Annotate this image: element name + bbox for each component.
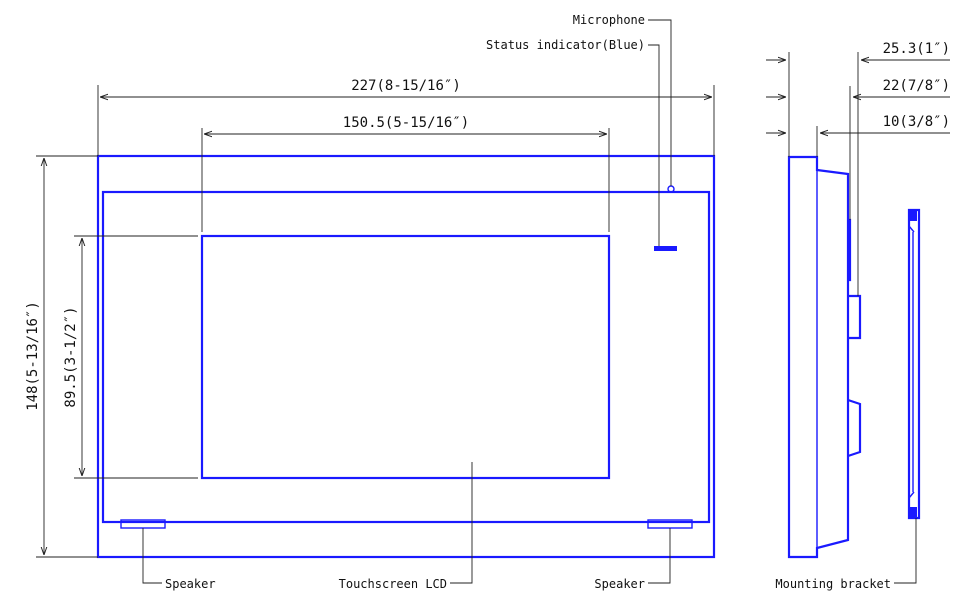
speaker-right-callout: Speaker: [594, 577, 645, 591]
front-callouts: Microphone Status indicator(Blue) Speake…: [142, 13, 672, 591]
bracket-callout: Mounting bracket: [775, 518, 917, 591]
side-step-upper: [848, 218, 852, 282]
side-mount-tab: [848, 294, 862, 340]
screen-height-label: 89.5(3-1/2″): [63, 306, 79, 407]
mounting-bracket-view: [907, 208, 921, 520]
speaker-left-leader: [142, 528, 162, 584]
microphone-callout: Microphone: [573, 13, 645, 27]
front-dimensions: 227(8-15/16″) 150.5(5-15/16″) 148(5-13/1…: [25, 78, 715, 558]
screen-width-label: 150.5(5-15/16″): [343, 115, 469, 131]
touchscreen-callout: Touchscreen LCD: [339, 577, 447, 591]
microphone-leader: [648, 19, 672, 186]
bracket-outline: [907, 208, 921, 520]
side-view: [787, 155, 862, 559]
depth-body-label: 22(7/8″): [883, 78, 950, 94]
status-indicator-leader: [648, 44, 660, 246]
outer-frame: [96, 154, 716, 559]
depth-total-label: 25.3(1″): [883, 41, 950, 57]
bracket-clip-bottom: [910, 507, 917, 517]
touchscreen-leader: [450, 462, 473, 584]
side-step-lower: [847, 398, 862, 458]
mounting-bracket-callout: Mounting bracket: [775, 577, 891, 591]
side-body-outline: [787, 155, 850, 559]
front-view: [96, 154, 716, 559]
mounting-bracket-leader: [894, 518, 917, 584]
speaker-left-callout: Speaker: [165, 577, 216, 591]
overall-height-label: 148(5-13/16″): [25, 301, 41, 411]
side-dimensions: 25.3(1″) 22(7/8″) 10(3/8″): [766, 41, 950, 296]
status-indicator-led: [654, 246, 677, 251]
overall-width-label: 227(8-15/16″): [351, 78, 461, 94]
status-indicator-callout: Status indicator(Blue): [486, 38, 645, 52]
inner-bezel: [101, 190, 711, 524]
speaker-right-leader: [648, 528, 671, 584]
bracket-clip-top: [910, 211, 917, 221]
touchscreen-lcd: [200, 234, 611, 480]
depth-bracket-label: 10(3/8″): [883, 114, 950, 130]
